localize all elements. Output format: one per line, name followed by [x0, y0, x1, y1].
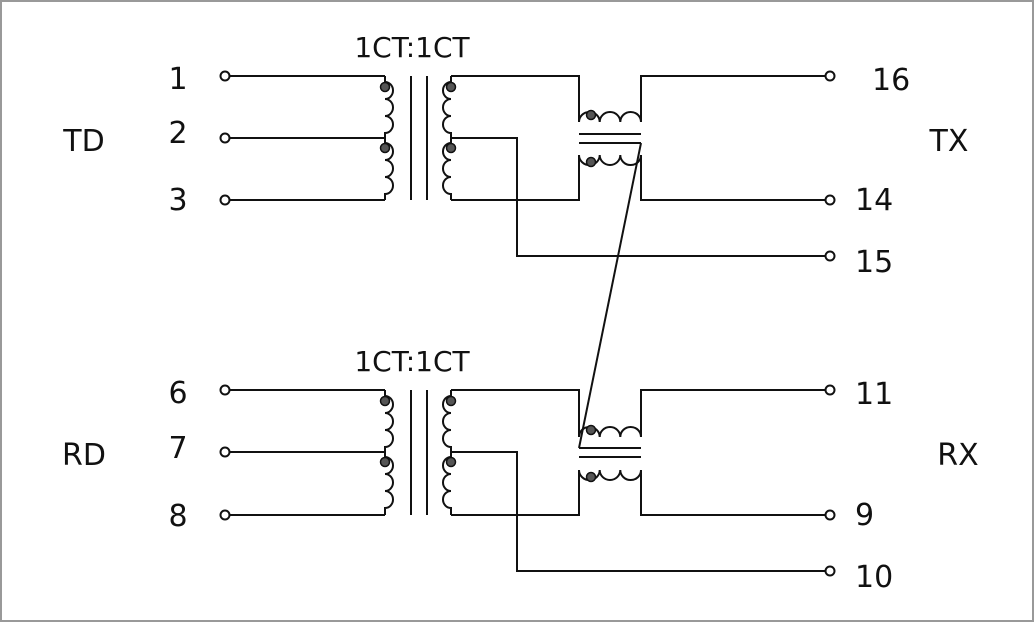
- top-primary-winding: [384, 76, 394, 200]
- top-choke-out-upper: [640, 75, 825, 122]
- bottom-right-group-label: RX: [937, 438, 978, 473]
- bottom-choke-out-upper: [640, 389, 825, 437]
- bottom-wire-centertap: [451, 451, 825, 572]
- terminal-8: [219, 509, 231, 521]
- bottom-pin-6: 6: [168, 376, 187, 411]
- top-secondary-dot-2: [445, 142, 457, 154]
- bottom-secondary-dot-2: [445, 456, 457, 468]
- top-ratio-label: 1CT:1CT: [354, 31, 470, 64]
- bottom-choke-dot-2: [585, 471, 597, 483]
- bottom-choke-dot-1: [585, 424, 597, 436]
- terminal-2: [219, 132, 231, 144]
- top-choke-out-lower: [640, 155, 825, 201]
- terminal-14: [824, 194, 836, 206]
- terminal-9: [824, 509, 836, 521]
- bottom-pin-8: 8: [168, 499, 187, 534]
- terminal-7: [219, 446, 231, 458]
- bottom-primary-winding: [384, 390, 394, 515]
- top-wire-lower: [451, 155, 580, 201]
- top-primary-dot-1: [379, 81, 391, 93]
- terminal-15: [824, 250, 836, 262]
- top-choke-dot-2: [585, 156, 597, 168]
- top-wire-centertap: [451, 137, 825, 257]
- top-pin-3: 3: [168, 183, 187, 218]
- top-right-group-label: TX: [929, 124, 969, 159]
- top-secondary-dot-1: [445, 81, 457, 93]
- terminal-1: [219, 70, 231, 82]
- top-pin-14: 14: [855, 183, 893, 218]
- bottom-wire-upper: [451, 389, 580, 437]
- top-pin-2: 2: [168, 116, 187, 151]
- bottom-primary-dot-2: [379, 456, 391, 468]
- top-pin-1: 1: [168, 62, 187, 97]
- terminal-16: [824, 70, 836, 82]
- bottom-secondary-dot-1: [445, 395, 457, 407]
- top-primary-dot-2: [379, 142, 391, 154]
- cross-connection-wire: [578, 142, 642, 449]
- bottom-pin-11: 11: [855, 377, 893, 412]
- bottom-wire-lower: [451, 470, 580, 516]
- bottom-pin-9: 9: [855, 498, 874, 533]
- terminal-3: [219, 194, 231, 206]
- bottom-pin-10: 10: [855, 560, 893, 595]
- terminal-6: [219, 384, 231, 396]
- top-wire-upper: [451, 75, 580, 122]
- bottom-transformer-section: 1CT:1CT RD RX 6 7 8 11 9 10: [62, 345, 979, 595]
- terminal-11: [824, 384, 836, 396]
- bottom-pin-7: 7: [168, 431, 187, 466]
- bottom-primary-dot-1: [379, 395, 391, 407]
- top-transformer-section: 1CT:1CT TD TX 1 2 3 16 14 15: [62, 31, 968, 280]
- bottom-left-group-label: RD: [62, 438, 106, 473]
- top-pin-15: 15: [855, 245, 893, 280]
- bottom-choke-out-lower: [640, 470, 825, 516]
- terminal-10: [824, 565, 836, 577]
- bottom-ratio-label: 1CT:1CT: [354, 345, 470, 378]
- top-choke-dot-1: [585, 109, 597, 121]
- top-pin-16: 16: [872, 63, 910, 98]
- top-left-group-label: TD: [62, 124, 104, 159]
